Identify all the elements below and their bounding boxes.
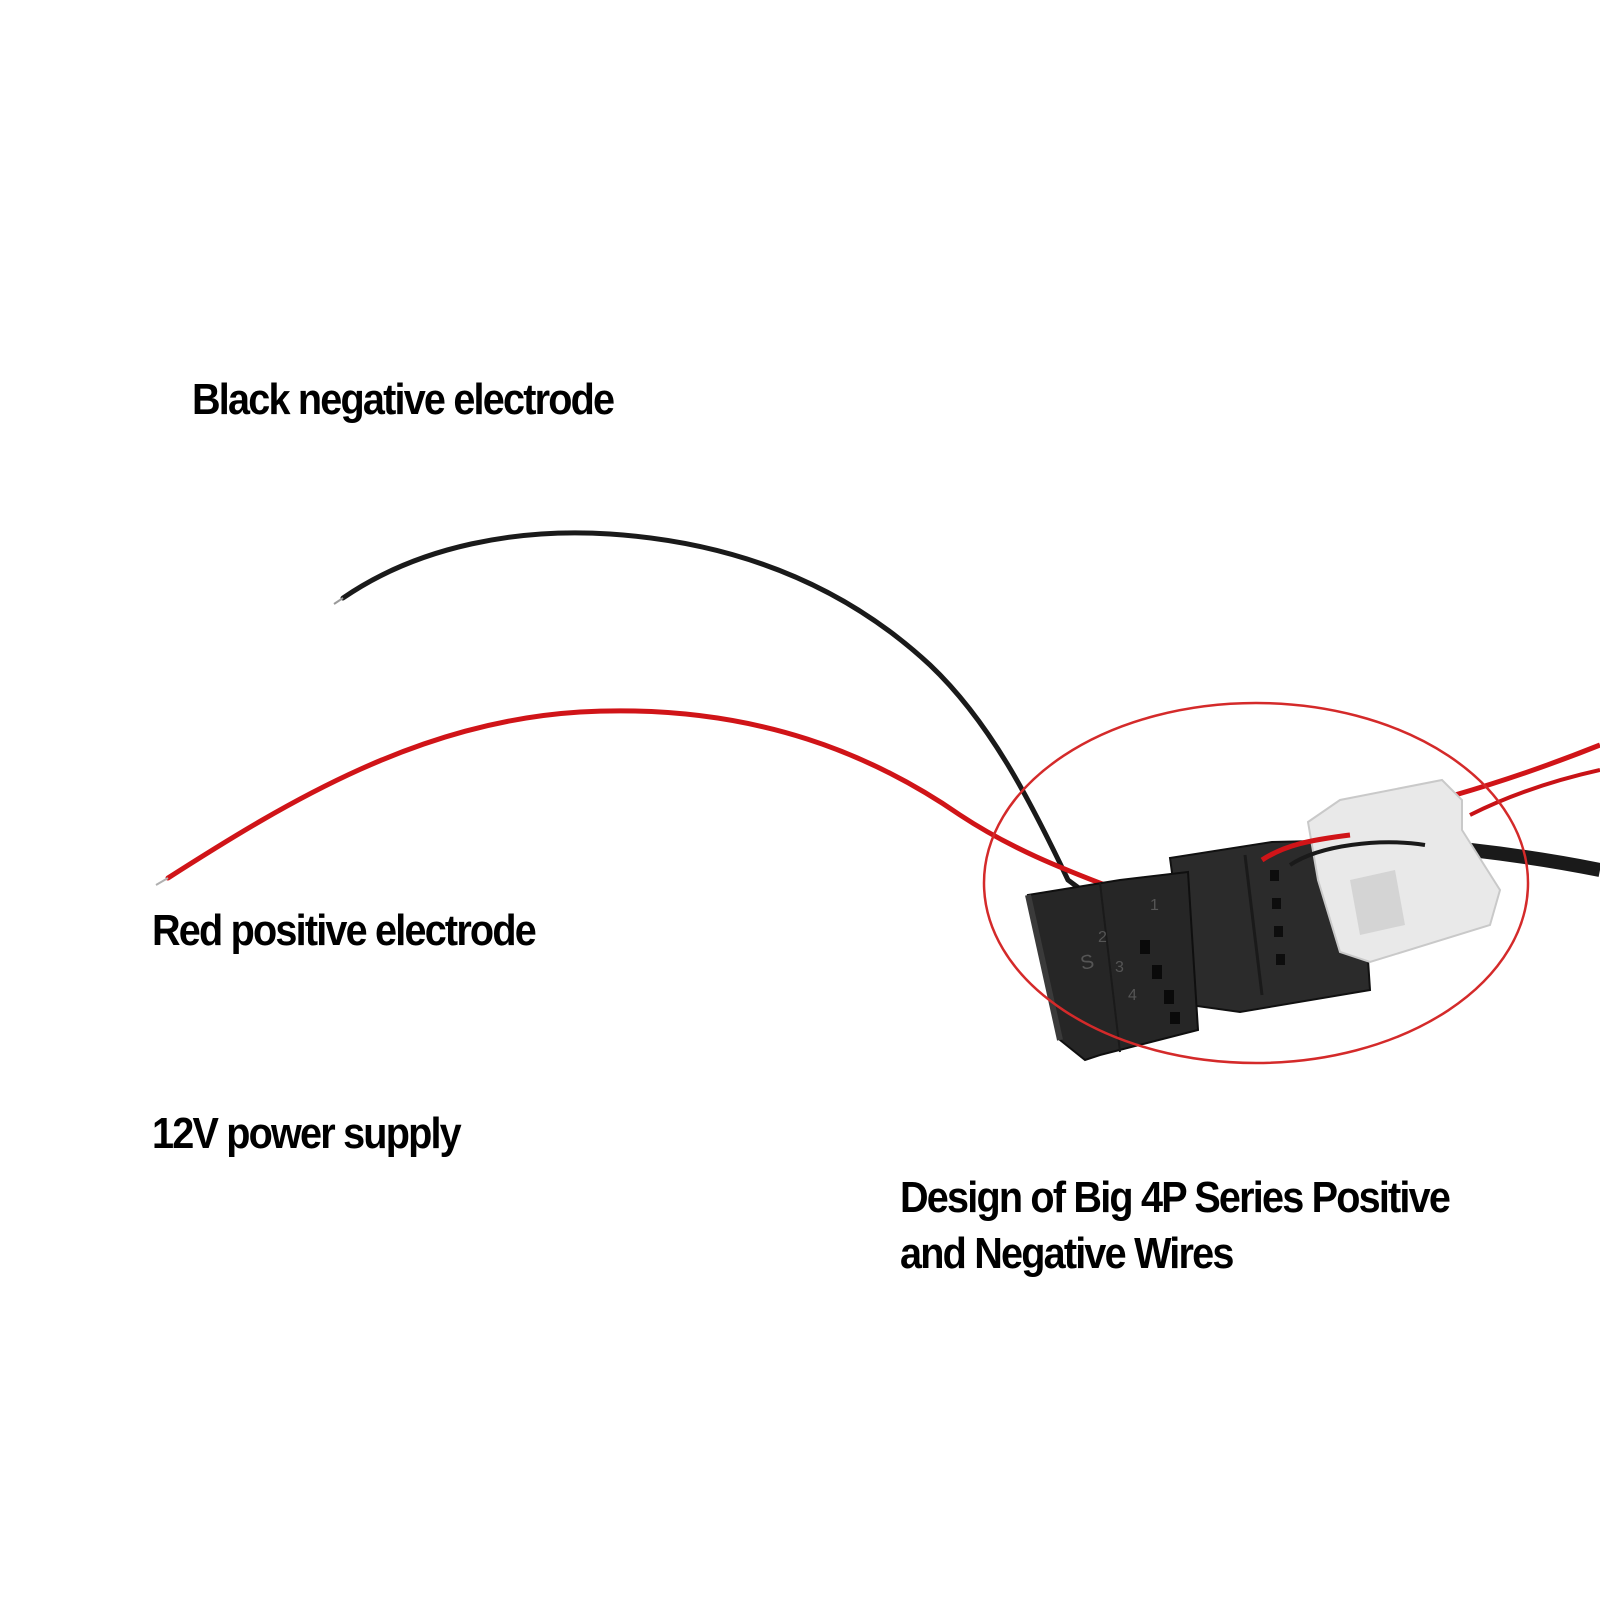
black-wire-label: Black negative electrode <box>192 375 615 424</box>
design-caption-line-2: and Negative Wires <box>900 1229 1234 1279</box>
connector-number-4: 4 <box>1128 987 1137 1004</box>
red-wire <box>165 708 1121 893</box>
red-wire-entry <box>1260 832 1351 863</box>
connector-number-2: 2 <box>1098 929 1107 946</box>
power-supply-label: 12V power supply <box>152 1109 462 1158</box>
black-wire-entry <box>1288 840 1426 867</box>
connector-number-1: 1 <box>1150 897 1159 914</box>
front-connector <box>1025 870 1200 1062</box>
plug-housing <box>1306 778 1502 964</box>
red-wire-label: Red positive electrode <box>152 906 537 955</box>
black-wire-tip <box>333 597 344 605</box>
highlight-circle <box>982 701 1530 1065</box>
connector-marking: S <box>1078 951 1096 975</box>
black-wire <box>340 530 1125 923</box>
design-caption-line-1: Design of Big 4P Series Positive <box>900 1173 1451 1222</box>
connector-number-3: 3 <box>1115 959 1124 976</box>
outgoing-red-wire-2 <box>1469 768 1600 817</box>
outgoing-red-wire-1 <box>1454 742 1600 798</box>
red-wire-tip <box>155 877 169 886</box>
design-caption: Design of Big 4P Series Positive and Neg… <box>900 1170 1451 1283</box>
